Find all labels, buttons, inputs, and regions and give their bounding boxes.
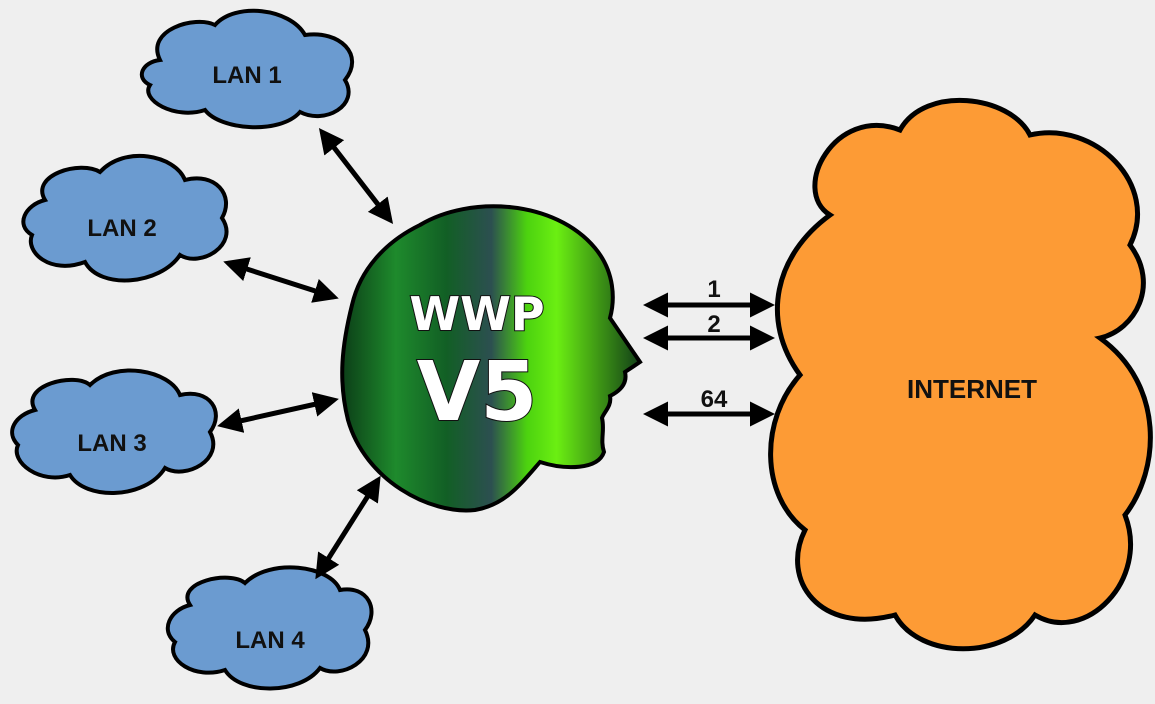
channel-2-label: 2	[707, 311, 720, 338]
device-head-icon	[340, 204, 643, 513]
wwp-v5-device: WWP V5	[340, 204, 643, 513]
lan-2-label: LAN 2	[87, 215, 156, 242]
channel-64-label: 64	[701, 386, 728, 413]
internet-cloud: INTERNET	[768, 97, 1153, 652]
lan-1-label: LAN 1	[212, 62, 281, 89]
lan-4-label: LAN 4	[235, 627, 305, 654]
lan-links	[217, 128, 394, 580]
lan-2-cloud: LAN 2	[21, 154, 229, 283]
internet-links	[643, 292, 775, 427]
lan-3-link-arrow	[217, 392, 339, 433]
lan-1-link-arrow	[318, 128, 394, 224]
channel-1-label: 1	[707, 276, 720, 303]
device-name-line1: WWP	[409, 287, 544, 341]
cloud-shape	[21, 154, 229, 283]
cloud-shape	[139, 8, 355, 130]
cloud-shape	[10, 368, 218, 495]
lan-4-link-arrow	[315, 475, 381, 580]
lan-3-label: LAN 3	[77, 430, 146, 457]
cloud-shape	[165, 565, 374, 691]
device-name-line2: V5	[417, 345, 538, 440]
lan-3-cloud: LAN 3	[10, 368, 218, 495]
lan-4-cloud: LAN 4	[165, 565, 374, 691]
lan-2-link-arrow	[223, 257, 339, 303]
lan-1-cloud: LAN 1	[139, 8, 355, 130]
cloud-shape	[768, 97, 1153, 652]
internet-label: INTERNET	[907, 374, 1037, 404]
